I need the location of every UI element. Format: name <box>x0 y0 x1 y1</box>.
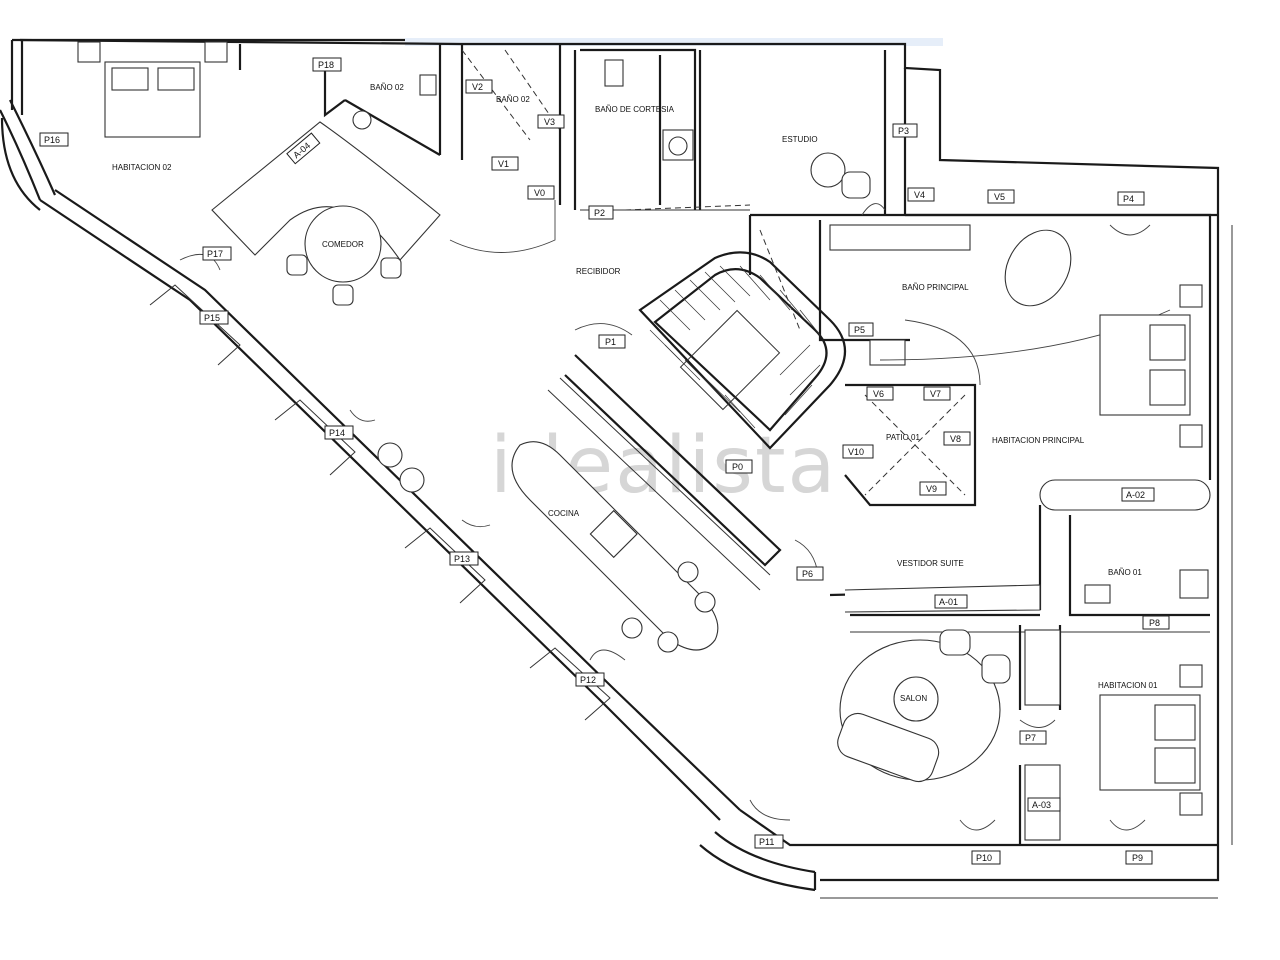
label-bano-02: BAÑO 02 <box>370 83 404 92</box>
element-tags: P16 P18 A-04 V2 V3 V1 V0 P2 P3 V4 V5 P4 … <box>39 57 1170 865</box>
svg-text:V10: V10 <box>848 447 864 457</box>
svg-text:V2: V2 <box>472 82 483 92</box>
svg-text:V8: V8 <box>950 434 961 444</box>
label-vestidor-suite: VESTIDOR SUITE <box>897 559 964 568</box>
tag-p12: P12 <box>575 672 605 687</box>
label-patio: PATIO 01 <box>886 433 920 442</box>
tag-p4: P4 <box>1117 191 1145 206</box>
stair-core <box>547 251 846 591</box>
label-habitacion-01: HABITACION 01 <box>1098 681 1158 690</box>
svg-text:P3: P3 <box>898 126 909 136</box>
svg-text:V3: V3 <box>544 117 555 127</box>
tag-v1: V1 <box>491 156 519 171</box>
tag-p15: P15 <box>199 310 229 325</box>
tag-p9: P9 <box>1125 850 1153 865</box>
furniture <box>77 41 1211 841</box>
tag-a03: A-03 <box>1027 797 1061 812</box>
svg-text:V4: V4 <box>914 190 925 200</box>
svg-text:P0: P0 <box>732 462 743 472</box>
tag-v10: V10 <box>842 444 874 459</box>
svg-text:P14: P14 <box>329 428 345 438</box>
tag-v8: V8 <box>943 431 971 446</box>
label-salon: SALON <box>900 694 927 703</box>
tag-v2: V2 <box>465 79 493 94</box>
svg-text:P6: P6 <box>802 569 813 579</box>
svg-text:A-03: A-03 <box>1032 800 1051 810</box>
svg-text:P11: P11 <box>759 837 774 847</box>
sofa <box>837 712 940 783</box>
label-recibidor: RECIBIDOR <box>576 267 621 276</box>
svg-text:V5: V5 <box>994 192 1005 202</box>
label-bano-01: BAÑO 01 <box>1108 568 1142 577</box>
tag-v4: V4 <box>907 187 935 202</box>
label-estudio: ESTUDIO <box>782 135 818 144</box>
tag-p0: P0 <box>725 459 753 474</box>
tag-p13: P13 <box>449 551 479 566</box>
label-bano-principal: BAÑO PRINCIPAL <box>902 283 969 292</box>
svg-text:A-02: A-02 <box>1126 490 1145 500</box>
svg-text:P16: P16 <box>44 135 60 145</box>
label-cocina: COCINA <box>548 509 580 518</box>
tag-p17: P17 <box>202 246 232 261</box>
svg-text:P9: P9 <box>1132 853 1143 863</box>
tag-p14: P14 <box>324 425 354 440</box>
tag-p11: P11 <box>754 834 784 849</box>
svg-text:V7: V7 <box>930 389 941 399</box>
label-comedor: COMEDOR <box>322 240 364 249</box>
room-labels: HABITACION 02 COMEDOR BAÑO 02 BAÑO 02 BA… <box>112 83 1158 703</box>
bathtub <box>1004 229 1072 307</box>
salon-table <box>893 676 939 722</box>
tag-v9: V9 <box>919 481 947 496</box>
svg-text:P7: P7 <box>1025 733 1036 743</box>
tag-p18: P18 <box>312 57 342 72</box>
dining-table <box>304 205 382 283</box>
tag-p1: P1 <box>598 334 626 349</box>
tag-v7: V7 <box>923 386 951 401</box>
label-habitacion-02: HABITACION 02 <box>112 163 172 172</box>
tag-a02: A-02 <box>1121 487 1155 502</box>
svg-text:A-01: A-01 <box>939 597 958 607</box>
svg-text:P8: P8 <box>1149 618 1160 628</box>
svg-text:V0: V0 <box>534 188 545 198</box>
tag-p16: P16 <box>39 132 69 147</box>
tag-p7: P7 <box>1019 730 1047 745</box>
tag-p3: P3 <box>892 123 918 138</box>
tag-v5: V5 <box>987 189 1015 204</box>
tag-v6: V6 <box>866 386 894 401</box>
tag-a01: A-01 <box>934 594 968 609</box>
tag-p2: P2 <box>588 205 614 220</box>
svg-text:P17: P17 <box>207 249 223 259</box>
label-bano-cortesia: BAÑO DE CORTESIA <box>595 105 675 114</box>
tag-p5: P5 <box>848 322 874 337</box>
svg-text:P4: P4 <box>1123 194 1134 204</box>
top-highlight-bar <box>405 38 943 46</box>
svg-text:P2: P2 <box>594 208 605 218</box>
svg-text:V1: V1 <box>498 159 509 169</box>
label-bano-02b: BAÑO 02 <box>496 95 530 104</box>
tag-v0: V0 <box>527 185 555 200</box>
svg-text:P5: P5 <box>854 325 865 335</box>
svg-text:V9: V9 <box>926 484 937 494</box>
tag-p6: P6 <box>796 566 824 581</box>
tag-v3: V3 <box>537 114 565 129</box>
svg-text:P13: P13 <box>454 554 470 564</box>
svg-text:P1: P1 <box>605 337 616 347</box>
svg-text:P18: P18 <box>318 60 334 70</box>
svg-text:P15: P15 <box>204 313 220 323</box>
svg-text:P10: P10 <box>976 853 992 863</box>
tag-p10: P10 <box>971 850 1001 865</box>
label-habitacion-principal: HABITACION PRINCIPAL <box>992 436 1085 445</box>
tag-p8: P8 <box>1142 615 1170 630</box>
svg-text:V6: V6 <box>873 389 884 399</box>
svg-text:P12: P12 <box>580 675 596 685</box>
